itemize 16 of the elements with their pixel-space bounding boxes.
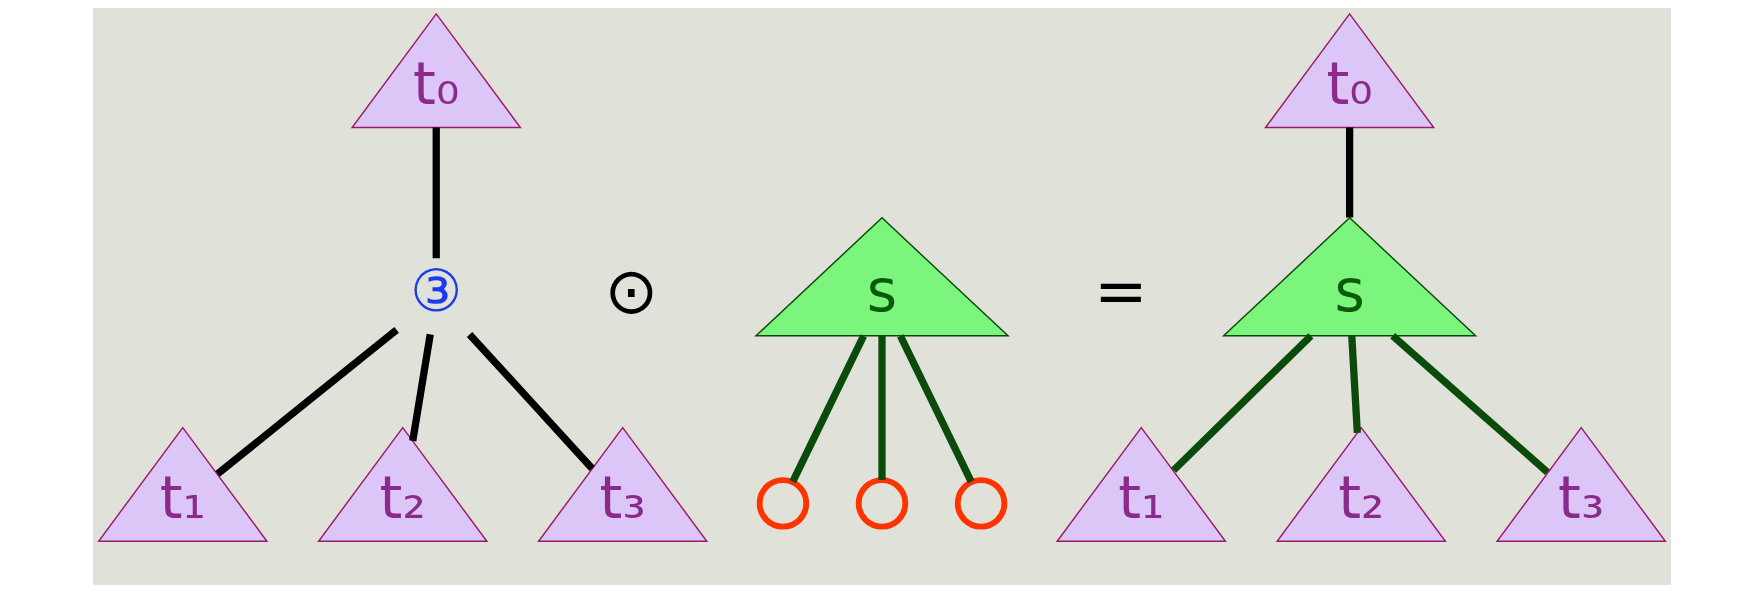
connector — [1347, 335, 1361, 434]
label: = — [1093, 253, 1148, 328]
connector — [408, 333, 434, 442]
connector — [1389, 333, 1550, 475]
node-text: ③ — [409, 257, 462, 326]
connector — [466, 331, 595, 471]
connector — [214, 327, 399, 477]
node-circle — [954, 477, 1007, 530]
connector — [896, 334, 974, 484]
connector — [432, 127, 440, 259]
connector — [1170, 333, 1313, 473]
node-circle — [855, 477, 908, 530]
node-circle — [756, 477, 809, 530]
connector — [789, 334, 867, 484]
connector — [1345, 127, 1353, 218]
label: ⊙ — [604, 253, 658, 328]
